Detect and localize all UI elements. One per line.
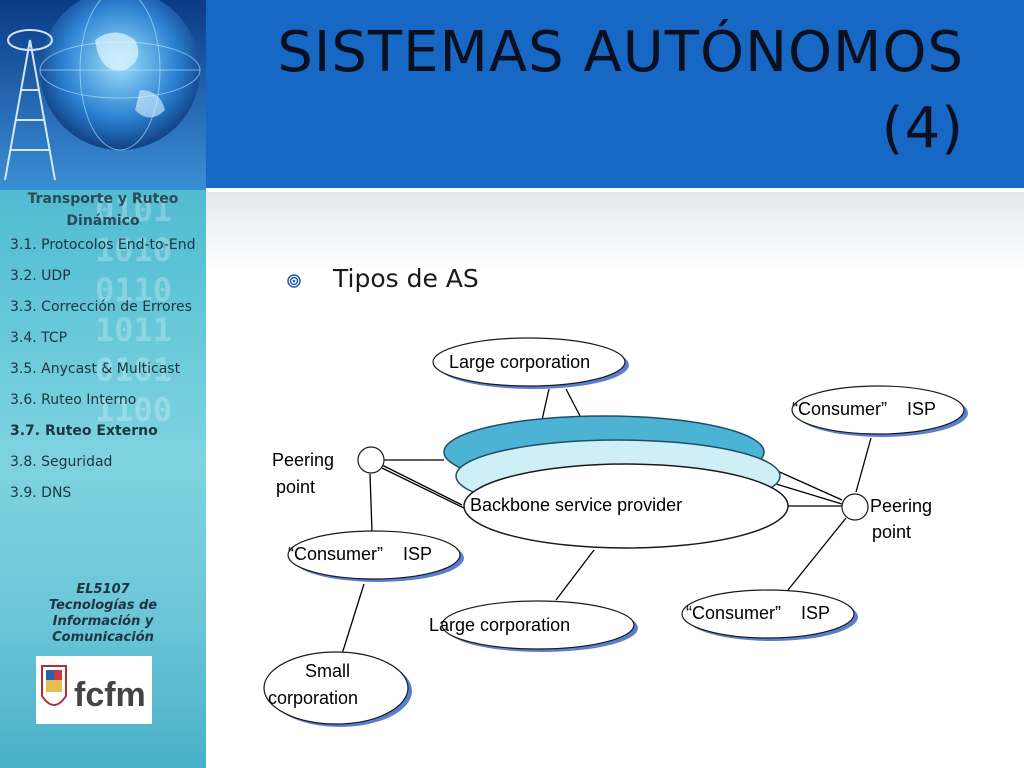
- link-peer-left-backbone-3: [381, 467, 473, 513]
- slide-header: SISTEMAS AUTÓNOMOS (4): [206, 0, 1024, 188]
- bullet-target-icon: [287, 274, 301, 288]
- nav-item-3-3[interactable]: 3.3. Corrección de Errores: [10, 299, 192, 315]
- link-backbone-peer-right-2: [775, 483, 843, 505]
- bullet-text: Tipos de AS: [333, 264, 479, 293]
- small-corp-label-1: Small: [305, 661, 350, 681]
- nav-item-3-5[interactable]: 3.5. Anycast & Multicast: [10, 361, 181, 377]
- large-corporation-bottom: Large corporation: [429, 600, 638, 652]
- peering-right-label-1: Peering: [870, 496, 932, 516]
- binary-background: 0101 1010 0110 1011 0101 1100: [95, 190, 206, 450]
- fcfm-logo: fcfm: [36, 656, 152, 724]
- nav-item-3-6[interactable]: 3.6. Ruteo Interno: [10, 392, 137, 408]
- large-corp-bottom-label: Large corporation: [429, 615, 570, 635]
- link-backbone-bottom-corp: [555, 549, 595, 601]
- sidebar-nav: 3.1. Protocolos End-to-End 3.2. UDP 3.3.…: [10, 234, 206, 513]
- peering-point-right: Peering point: [841, 493, 932, 542]
- sidebar-title: Transporte y Ruteo Dinámico: [27, 191, 179, 229]
- binary-row: 0110: [95, 271, 173, 309]
- course-info: EL5107 Tecnologías de Información y Comu…: [10, 582, 196, 646]
- consumer-isp-right-bottom: “Consumer” ISP: [681, 589, 858, 641]
- link-peer-left-consumer: [369, 473, 373, 533]
- binary-row: 1010: [95, 231, 173, 269]
- backbone-label: Backbone service provider: [470, 495, 682, 515]
- nav-item-3-8[interactable]: 3.8. Seguridad: [10, 454, 113, 470]
- nav-item-3-9[interactable]: 3.9. DNS: [10, 485, 72, 501]
- sidebar: 0101 1010 0110 1011 0101 1100 Transporte…: [0, 0, 206, 768]
- peering-point-left: Peering point: [272, 446, 385, 497]
- peering-left-label-2: point: [276, 477, 315, 497]
- binary-row: 0101: [95, 351, 173, 389]
- link-peer-left-backbone-2: [381, 464, 463, 506]
- consumer-isp-right-bottom-label: “Consumer” ISP: [686, 603, 830, 623]
- link-consumer-small-corp: [341, 583, 365, 655]
- link-consumer-right-peering: [855, 437, 872, 493]
- consumer-isp-right-top-label: “Consumer” ISP: [792, 399, 936, 419]
- slide-title-line2: (4): [881, 96, 964, 161]
- peering-right-label-2: point: [872, 522, 911, 542]
- consumer-isp-left-label: “Consumer” ISP: [288, 544, 432, 564]
- globe-satellite-image: [0, 0, 206, 190]
- course-name: Tecnologías de Información y Comunicació…: [48, 598, 158, 645]
- binary-row: 1100: [95, 391, 173, 429]
- large-corporation-top: Large corporation: [432, 337, 629, 389]
- small-corporation: Small corporation: [263, 651, 412, 727]
- binary-row: 1011: [95, 311, 173, 349]
- nav-item-3-4[interactable]: 3.4. TCP: [10, 330, 68, 346]
- slide-title-line1: SISTEMAS AUTÓNOMOS: [277, 20, 964, 85]
- small-corp-label-2: corporation: [268, 688, 358, 708]
- consumer-isp-right-top: “Consumer” ISP: [791, 385, 968, 437]
- nav-item-3-1[interactable]: 3.1. Protocolos End-to-End: [10, 237, 196, 253]
- backbone-service-provider: Backbone service provider: [443, 415, 789, 549]
- large-corp-top-label: Large corporation: [449, 352, 590, 372]
- as-types-diagram: Backbone service provider Large corporat…: [263, 337, 968, 727]
- link-top-corp-backbone: [541, 388, 550, 421]
- link-peer-right-consumer: [787, 517, 847, 591]
- nav-item-3-7-active[interactable]: 3.7. Ruteo Externo: [10, 423, 158, 439]
- peering-left-label-1: Peering: [272, 450, 334, 470]
- logo-text: fcfm: [74, 676, 146, 714]
- binary-row: 0101: [95, 191, 173, 229]
- header-fade: [206, 188, 1024, 272]
- course-code: EL5107: [76, 582, 130, 597]
- university-shield-icon: [41, 665, 67, 706]
- nav-item-3-2[interactable]: 3.2. UDP: [10, 268, 71, 284]
- consumer-isp-left: “Consumer” ISP: [287, 530, 464, 582]
